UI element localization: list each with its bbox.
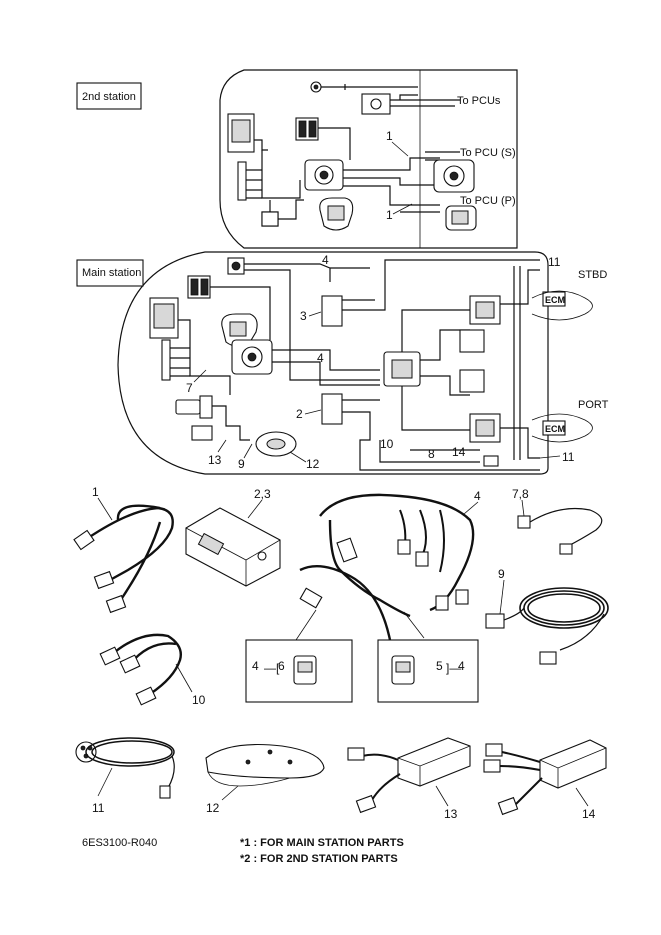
part-11-plug: [159, 785, 171, 799]
callout-11-top: 11: [548, 255, 561, 269]
sensor-plug-icon: [261, 211, 279, 227]
to-pcus-label: To PCUs: [457, 95, 501, 107]
part-4-connector-a: [336, 537, 358, 563]
main-station-panel: Main station 4 7 4 3: [76, 251, 609, 475]
part-14-connector-b: [483, 759, 501, 773]
part-2-3-body: [185, 507, 281, 587]
part-4-harness: 4: [295, 489, 481, 651]
part-7-8-plug-a: [517, 515, 531, 529]
ecm-bottom-box: [542, 420, 566, 436]
callout-1-bottom: 1: [386, 208, 393, 222]
callout-4-mid: 4: [317, 351, 324, 365]
part-4-connector-c: [397, 539, 411, 555]
callout-8: 8: [428, 447, 435, 461]
footnote-second-station: *2 : FOR 2ND STATION PARTS: [240, 853, 398, 865]
main-relay-2-icon: [321, 393, 343, 425]
part-4-connector-e: [435, 595, 449, 611]
callout-13: 13: [208, 453, 222, 467]
part-7-8-cable: 7,8: [512, 487, 603, 555]
callout-9: 9: [238, 457, 245, 471]
part-10-label: 10: [192, 693, 206, 707]
part-1-harness: 1: [73, 485, 174, 614]
detail-right-b: 4: [458, 659, 465, 673]
svg-text:]—: ]—: [446, 661, 461, 675]
ecm-top-label: ECM: [545, 295, 565, 305]
detail-left-a: 4: [252, 659, 259, 673]
svg-text:—[: —[: [264, 661, 280, 675]
main-station-label-box: [76, 259, 144, 287]
part-13-relay: 13: [347, 737, 471, 821]
main-sensor-icon: [175, 399, 201, 415]
callout-10: 10: [380, 437, 394, 451]
part-9-cable: 9: [485, 567, 609, 665]
ecm-bottom-label: ECM: [545, 424, 565, 434]
part-12-label: 12: [206, 801, 220, 815]
part-1-connector-c: [105, 594, 127, 614]
main-relay-3-icon: [321, 295, 343, 327]
main-station-label: Main station: [82, 267, 141, 279]
part-2-3-label: 2,3: [254, 487, 271, 501]
part-4-connector-d: [415, 551, 429, 567]
callout-11-bottom: 11: [562, 450, 575, 464]
part-4-connector-f: [455, 589, 469, 605]
footer: 6ES3100-R040 *1 : FOR MAIN STATION PARTS…: [82, 837, 404, 865]
callout-7: 7: [186, 381, 193, 395]
detail-box-left: 4 —[ 6: [245, 639, 353, 703]
part-7-8-label: 7,8: [512, 487, 529, 501]
part-14-connector-a: [485, 743, 503, 757]
callout-14: 14: [452, 445, 466, 459]
port-label: PORT: [578, 399, 609, 411]
part-4-connector-b: [299, 587, 323, 609]
part-10-connector-a: [99, 646, 121, 666]
part-14-label: 14: [582, 807, 596, 821]
part-10-harness: 10: [99, 633, 206, 707]
callout-1-top: 1: [386, 129, 393, 143]
stbd-label: STBD: [578, 269, 607, 281]
callout-2: 2: [296, 407, 303, 421]
diagram-code: 6ES3100-R040: [82, 837, 157, 849]
part-12-cover: 12: [205, 743, 325, 815]
port-relay-icon: [459, 369, 485, 393]
to-pcu-s-label: To PCU (S): [460, 147, 516, 159]
part-13-label: 13: [444, 807, 458, 821]
second-station-label: 2nd station: [82, 91, 136, 103]
stbd-relay-icon: [459, 329, 485, 353]
part-4-label: 4: [474, 489, 481, 503]
detail-box-right: 5 ]— 4: [377, 639, 479, 703]
part-9-plug: [539, 651, 557, 665]
to-pcu-p-label: To PCU (P): [460, 195, 516, 207]
second-station-panel: 2nd station To PCUs To PCU (S) 1: [76, 69, 518, 249]
part-7-8-plug-b: [559, 543, 573, 555]
ecm-top-box: [542, 291, 566, 307]
detail-left-b: 6: [278, 659, 285, 673]
part-9-connector: [485, 613, 505, 629]
main-terminal-14-icon: [483, 455, 499, 467]
part-11-cable: 11: [75, 737, 175, 815]
main-fuse-block-icon: [161, 339, 171, 381]
part-14-connector-c: [497, 796, 519, 816]
detail-right-a: 5: [436, 659, 443, 673]
part-13-connector-a: [347, 747, 365, 761]
callout-12-main: 12: [306, 457, 320, 471]
part-14-relay: 14: [483, 739, 607, 821]
part-1-connector-a: [73, 529, 95, 551]
part-2-3-module: 2,3: [185, 487, 281, 587]
part-9-label: 9: [498, 567, 505, 581]
main-plug-icon: [191, 425, 213, 441]
part-13-connector-b: [355, 794, 377, 814]
part-10-connector-b: [119, 654, 141, 674]
part-13-body: [397, 737, 471, 787]
part-12-body: [205, 743, 325, 779]
part-10-connector-c: [135, 686, 157, 706]
footnote-main-station: *1 : FOR MAIN STATION PARTS: [240, 837, 404, 849]
callout-3: 3: [300, 309, 307, 323]
fuse-block-icon: [237, 161, 247, 201]
second-station-label-box: [76, 82, 142, 110]
callout-4-top: 4: [322, 253, 329, 267]
secondary-switch-icon: [370, 98, 382, 110]
part-1-label: 1: [92, 485, 99, 499]
part-1-connector-b: [93, 570, 115, 590]
part-11-label: 11: [92, 801, 105, 815]
